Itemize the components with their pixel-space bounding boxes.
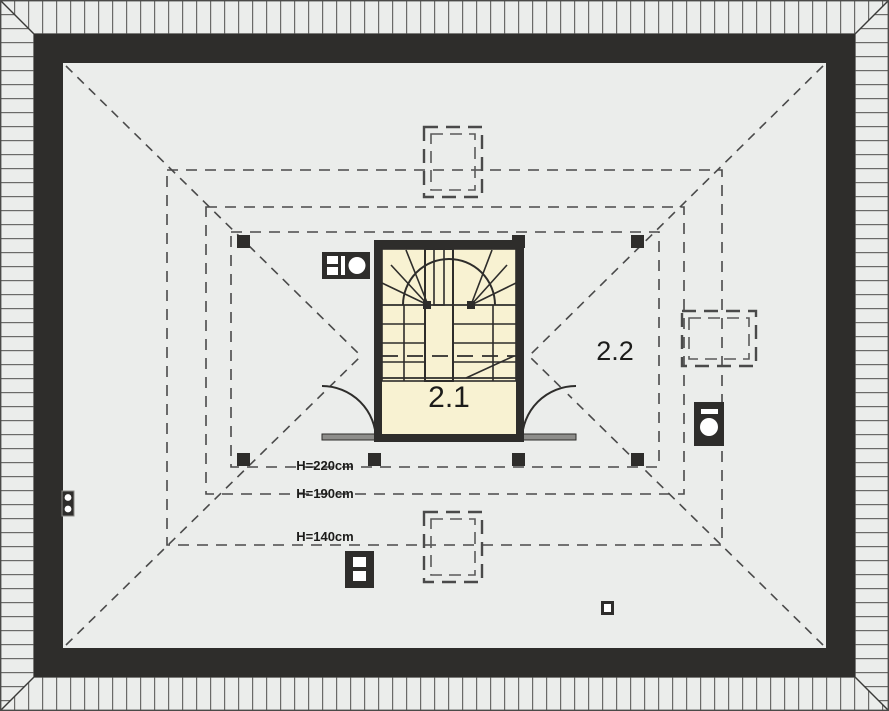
hip-roof-diagonals — [65, 65, 824, 646]
height-label-190: H=190cm — [296, 486, 353, 501]
height-label-140: H=140cm — [296, 529, 353, 544]
roof-window-top[interactable] — [422, 125, 484, 199]
winder-staircase[interactable] — [381, 248, 517, 382]
kitchen-sink-unit[interactable] — [322, 252, 370, 279]
roof-height-contours — [166, 169, 723, 546]
wc-toilet[interactable] — [694, 402, 724, 446]
room-label-2-1: 2.1 — [428, 381, 470, 414]
roof-window-bottom[interactable] — [422, 510, 484, 584]
vent-duct[interactable] — [601, 601, 614, 615]
roof-window-right[interactable] — [680, 309, 758, 368]
post — [631, 235, 644, 248]
post — [512, 453, 525, 466]
contour-h220 — [230, 231, 660, 468]
stair-shaft-walls — [374, 240, 524, 442]
post — [368, 453, 381, 466]
pipe-stack[interactable] — [61, 490, 75, 517]
contour-h140 — [166, 169, 723, 546]
chimney-flue[interactable] — [345, 551, 374, 588]
post — [237, 235, 250, 248]
post — [512, 235, 525, 248]
contour-h190 — [205, 206, 685, 495]
post — [631, 453, 644, 466]
room-label-2-2: 2.2 — [596, 336, 634, 366]
height-label-220: H=220cm — [296, 458, 353, 473]
roof-support-posts — [237, 235, 644, 466]
post — [237, 453, 250, 466]
